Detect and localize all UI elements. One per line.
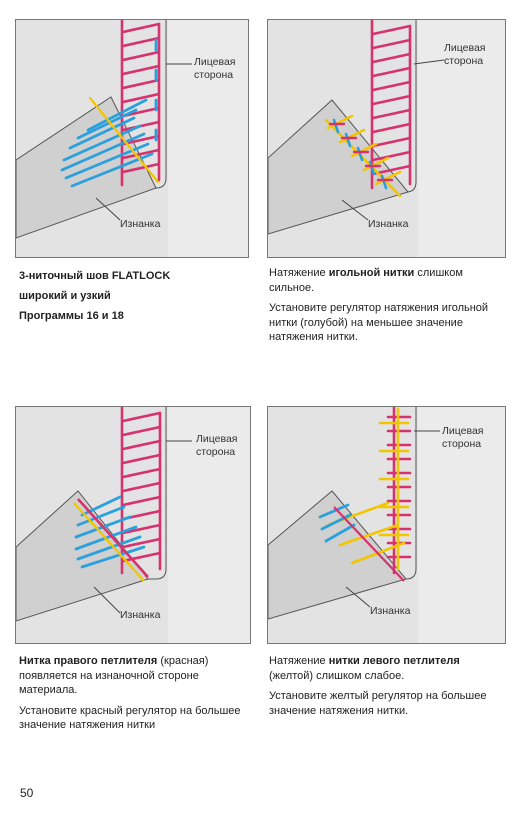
left-looper-illustration (268, 407, 440, 643)
text: (красная) появляется на изнаночной сторо… (19, 655, 209, 696)
caption-flatlock: 3-ниточный шов FLATLOCK широкий и узкий … (19, 266, 247, 326)
page-number: 50 (20, 786, 34, 800)
emphasis: нитки левого петлителя (328, 655, 460, 667)
back-side-label: Изнанка (370, 605, 411, 617)
flatlock-illustration (16, 20, 192, 257)
text: слишком сильное. (269, 267, 463, 294)
text: Натяжение (269, 655, 329, 667)
emphasis: игольной нитки (328, 267, 415, 279)
back-side-label: Изнанка (368, 218, 409, 230)
face-side-label: Лицевая сторона (444, 42, 486, 67)
back-side-label: Изнанка (120, 609, 161, 621)
caption-solution: Установите желтый регулятор на большее з… (269, 690, 487, 717)
caption-problem: Натяжение нитки левого петлителя (желтой… (269, 654, 505, 683)
diagram-panel-flatlock: Лицевая сторона Изнанка (15, 19, 249, 258)
caption-problem: Нитка правого петлителя (красная) появля… (19, 654, 255, 698)
diagram-panel-right-looper: Лицевая сторона Изнанка (15, 406, 251, 644)
caption-title: 3-ниточный шов FLATLOCK (19, 270, 171, 282)
caption-left-looper: Натяжение нитки левого петлителя (желтой… (269, 654, 505, 724)
caption-solution: Установите красный регулятор на большее … (19, 704, 241, 732)
caption-solution: Установите регулятор натяжения игольной … (269, 302, 489, 343)
needle-tension-illustration (268, 20, 445, 257)
diagram-panel-needle-tension: Лицевая сторона Изнанка (267, 19, 506, 258)
caption-problem: Натяжение игольной нитки слишком сильное… (269, 266, 505, 295)
face-side-label: Лицевая сторона (442, 425, 484, 450)
caption-needle-tension: Натяжение игольной нитки слишком сильное… (269, 266, 505, 351)
diagram-panel-left-looper: Лицевая сторона Изнанка (267, 406, 506, 644)
text: (желтой) слишком слабое. (269, 669, 405, 682)
right-looper-illustration (16, 407, 192, 643)
back-side-label: Изнанка (120, 218, 161, 230)
face-side-label: Лицевая сторона (194, 56, 236, 81)
text: Натяжение (269, 267, 329, 279)
caption-right-looper: Нитка правого петлителя (красная) появля… (19, 654, 255, 739)
emphasis: Нитка правого петлителя (19, 655, 158, 667)
face-side-label: Лицевая сторона (196, 433, 238, 458)
caption-programs: Программы 16 и 18 (19, 310, 124, 322)
caption-subtitle: широкий и узкий (19, 290, 111, 302)
